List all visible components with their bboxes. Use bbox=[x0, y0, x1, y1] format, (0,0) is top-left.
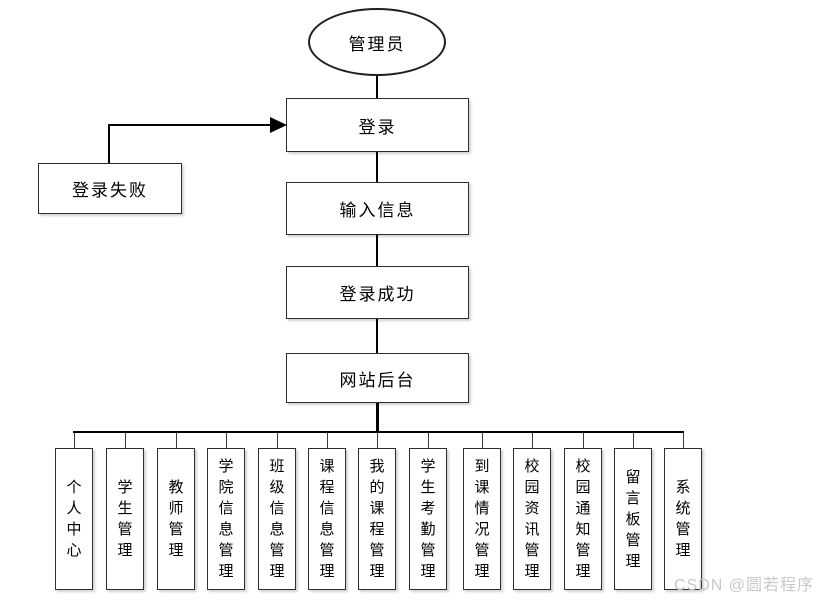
branch-drop-line bbox=[326, 433, 328, 448]
branch-box-college-info-management: 学院信息管理 bbox=[207, 448, 245, 590]
connector-success-backend bbox=[376, 319, 378, 353]
branch-box-course-info-management: 课程信息管理 bbox=[308, 448, 346, 590]
branch-box-my-course-management: 我的课程管理 bbox=[358, 448, 396, 590]
branch-box-system-management: 系统管理 bbox=[664, 448, 702, 590]
branch-box-attendance-status-management: 到课情况管理 bbox=[463, 448, 501, 590]
connector-login-input bbox=[376, 152, 378, 182]
branch-box-student-attendance-management: 学生考勤管理 bbox=[409, 448, 447, 590]
branch-drop-line bbox=[124, 433, 126, 448]
branch-box-class-info-management: 班级信息管理 bbox=[258, 448, 296, 590]
branch-drop-line bbox=[276, 433, 278, 448]
connector-backend-branchline bbox=[376, 403, 379, 433]
branch-drop-line bbox=[376, 433, 378, 448]
branch-drop-line bbox=[175, 433, 177, 448]
input-info-box: 输入信息 bbox=[286, 182, 469, 235]
login-fail-box: 登录失败 bbox=[38, 163, 182, 214]
connector-input-success bbox=[376, 235, 378, 266]
connector-fail-vertical bbox=[108, 124, 110, 163]
branch-drop-line bbox=[225, 433, 227, 448]
branch-drop-line bbox=[481, 433, 483, 448]
branch-drop-line bbox=[682, 433, 684, 448]
branch-box-student-management: 学生管理 bbox=[106, 448, 144, 590]
branch-box-message-board-management: 留言板管理 bbox=[614, 448, 652, 590]
backend-box: 网站后台 bbox=[286, 353, 469, 403]
branch-horizontal-line bbox=[73, 431, 684, 433]
login-success-box: 登录成功 bbox=[286, 266, 469, 319]
branch-drop-line bbox=[632, 433, 634, 448]
branch-box-campus-notice-management: 校园通知管理 bbox=[564, 448, 602, 590]
branch-drop-line bbox=[427, 433, 429, 448]
branch-drop-line bbox=[73, 433, 75, 448]
connector-actor-login bbox=[376, 76, 378, 98]
connector-fail-horizontal bbox=[108, 124, 272, 126]
branch-box-personal-center: 个人中心 bbox=[55, 448, 93, 590]
branch-box-campus-news-management: 校园资讯管理 bbox=[513, 448, 551, 590]
branch-box-teacher-management: 教师管理 bbox=[157, 448, 195, 590]
branch-drop-line bbox=[531, 433, 533, 448]
login-box: 登录 bbox=[286, 98, 469, 152]
watermark: CSDN @圆若程序 bbox=[674, 577, 815, 594]
fail-arrowhead-icon bbox=[270, 117, 287, 133]
actor-ellipse: 管理员 bbox=[308, 8, 446, 76]
branch-drop-line bbox=[582, 433, 584, 448]
